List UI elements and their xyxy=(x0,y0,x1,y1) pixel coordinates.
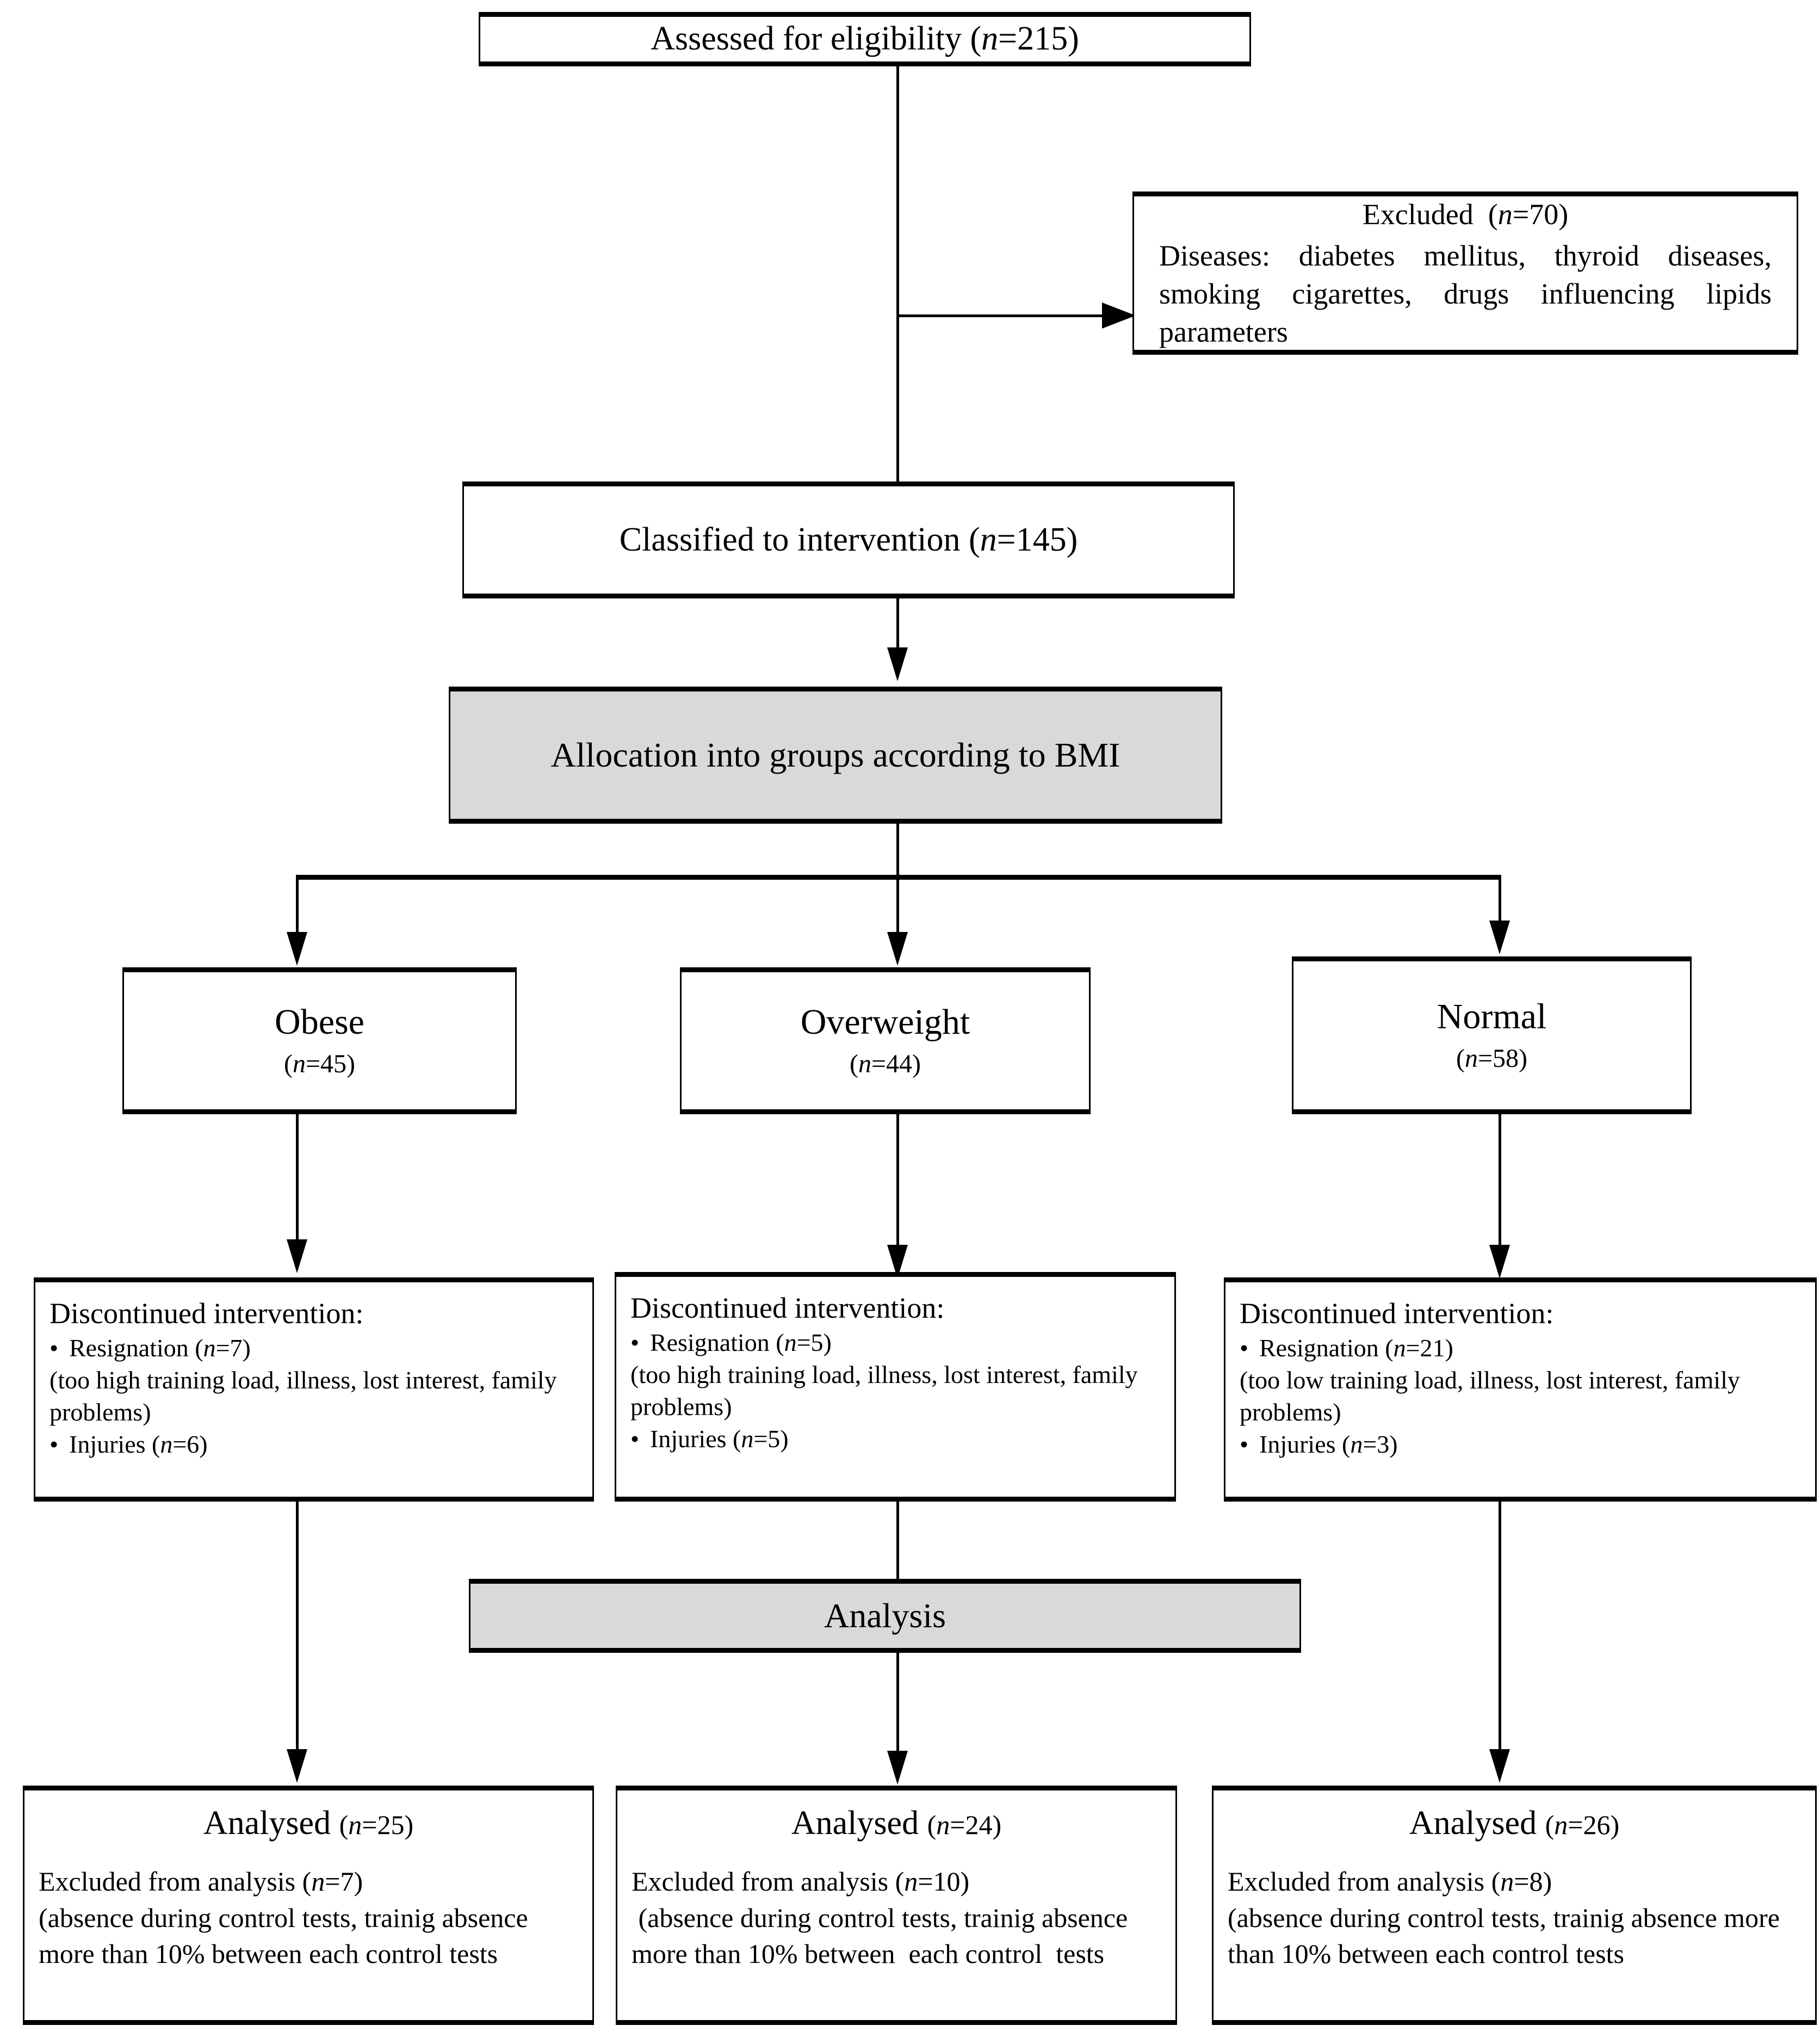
connector-normal-to-analysed xyxy=(1499,1502,1501,1755)
connector-obese-to-analysed xyxy=(296,1502,299,1755)
node-group-normal: Normal (n=58) xyxy=(1292,956,1692,1114)
analysed-overweight-excluded-label: Excluded from analysis (n=10) xyxy=(632,1866,970,1897)
analysed-normal-excluded-note: (absence during control tests, trainig a… xyxy=(1228,1902,1780,1969)
group-overweight-title: Overweight xyxy=(800,1002,970,1042)
bullet-icon: • xyxy=(49,1334,59,1362)
branch-line-obese xyxy=(296,875,299,937)
group-obese-count: (n=45) xyxy=(283,1049,356,1078)
branch-line-overweight xyxy=(896,875,899,937)
bullet-icon: • xyxy=(1240,1334,1249,1362)
discontinued-normal-item-resignation: •Resignation (n=21) xyxy=(1240,1332,1801,1364)
analysed-overweight-heading: Analysed (n=24) xyxy=(791,1805,1002,1842)
connector-normal-to-discontinued xyxy=(1499,1114,1501,1250)
discontinued-normal-heading: Discontinued intervention: xyxy=(1240,1297,1554,1330)
node-analysed-normal: Analysed (n=26) Excluded from analysis (… xyxy=(1212,1786,1817,2025)
group-normal-title: Normal xyxy=(1437,997,1547,1037)
analysed-obese-excluded-note: (absence during control tests, trainig a… xyxy=(39,1902,528,1969)
assessed-text: Assessed for eligibility (n=215) xyxy=(651,20,1079,58)
bullet-icon: • xyxy=(630,1329,640,1357)
group-normal-count: (n=58) xyxy=(1456,1043,1528,1073)
arrowhead-to-normal xyxy=(1489,921,1510,954)
arrowhead-normal-discontinued xyxy=(1489,1245,1510,1279)
arrowhead-obese-analysed xyxy=(287,1749,307,1783)
analysis-text: Analysis xyxy=(824,1596,946,1635)
node-discontinued-obese: Discontinued intervention: •Resignation … xyxy=(34,1277,594,1502)
discontinued-overweight-heading: Discontinued intervention: xyxy=(630,1292,945,1324)
analysed-normal-heading: Analysed (n=26) xyxy=(1409,1805,1620,1842)
node-group-overweight: Overweight (n=44) xyxy=(680,967,1091,1114)
node-discontinued-overweight: Discontinued intervention: •Resignation … xyxy=(615,1272,1176,1502)
connector-overweight-to-discontinued xyxy=(896,1114,899,1250)
discontinued-overweight-note: (too high training load, illness, lost i… xyxy=(630,1361,1138,1421)
connector-allocation-to-branch xyxy=(896,824,899,878)
arrowhead-obese-discontinued xyxy=(287,1239,307,1273)
analysed-obese-excluded-label: Excluded from analysis (n=7) xyxy=(39,1866,363,1897)
allocation-text: Allocation into groups according to BMI xyxy=(550,736,1121,775)
node-classified-to-intervention: Classified to intervention (n=145) xyxy=(462,481,1235,598)
arrowhead-to-excluded xyxy=(1102,302,1136,329)
group-overweight-count: (n=44) xyxy=(849,1049,921,1078)
excluded-heading: Excluded (n=70) xyxy=(1362,197,1569,231)
arrowhead-to-obese xyxy=(287,932,307,966)
analysed-normal-excluded-label: Excluded from analysis (n=8) xyxy=(1228,1866,1552,1897)
discontinued-obese-item-resignation: •Resignation (n=7) xyxy=(49,1332,578,1364)
arrowhead-to-overweight xyxy=(887,932,908,966)
node-discontinued-normal: Discontinued intervention: •Resignation … xyxy=(1224,1277,1817,1502)
arrowhead-overweight-analysed xyxy=(887,1751,908,1784)
arrowhead-normal-analysed xyxy=(1489,1749,1510,1783)
connector-assessed-to-excluded xyxy=(896,314,1136,317)
connector-overweight-to-analysis-banner xyxy=(896,1502,899,1580)
branch-line-normal xyxy=(1499,875,1501,929)
classified-text: Classified to intervention (n=145) xyxy=(619,521,1078,558)
node-analysed-overweight: Analysed (n=24) Excluded from analysis (… xyxy=(616,1786,1177,2025)
discontinued-obese-heading: Discontinued intervention: xyxy=(49,1297,364,1330)
analysed-overweight-excluded-note: (absence during control tests, trainig a… xyxy=(632,1902,1135,1969)
discontinued-normal-note: (too low training load, illness, lost in… xyxy=(1240,1366,1740,1426)
connector-obese-to-discontinued xyxy=(296,1114,299,1245)
bullet-icon: • xyxy=(49,1430,59,1458)
excluded-reasons: Diseases: diabetes mellitus, thyroid dis… xyxy=(1159,239,1772,349)
discontinued-overweight-item-resignation: •Resignation (n=5) xyxy=(630,1327,1160,1359)
discontinued-obese-note: (too high training load, illness, lost i… xyxy=(49,1366,557,1426)
node-analysed-obese: Analysed (n=25) Excluded from analysis (… xyxy=(23,1786,594,2025)
node-excluded: Excluded (n=70) Diseases: diabetes melli… xyxy=(1132,192,1798,355)
connector-classified-to-allocation xyxy=(896,598,899,653)
connector-analysis-to-analysed xyxy=(896,1653,899,1756)
group-obese-title: Obese xyxy=(275,1002,364,1042)
banner-analysis: Analysis xyxy=(469,1579,1301,1653)
arrowhead-to-allocation xyxy=(887,647,908,681)
node-group-obese: Obese (n=45) xyxy=(122,967,517,1114)
bullet-icon: • xyxy=(1240,1430,1249,1458)
analysed-obese-heading: Analysed (n=25) xyxy=(203,1805,414,1842)
discontinued-obese-item-injuries: •Injuries (n=6) xyxy=(49,1429,578,1461)
node-assessed-for-eligibility: Assessed for eligibility (n=215) xyxy=(479,12,1251,66)
discontinued-normal-item-injuries: •Injuries (n=3) xyxy=(1240,1429,1801,1461)
banner-allocation: Allocation into groups according to BMI xyxy=(449,687,1222,824)
bullet-icon: • xyxy=(630,1424,640,1453)
discontinued-overweight-item-injuries: •Injuries (n=5) xyxy=(630,1423,1160,1455)
connector-assessed-to-classified xyxy=(896,66,899,481)
